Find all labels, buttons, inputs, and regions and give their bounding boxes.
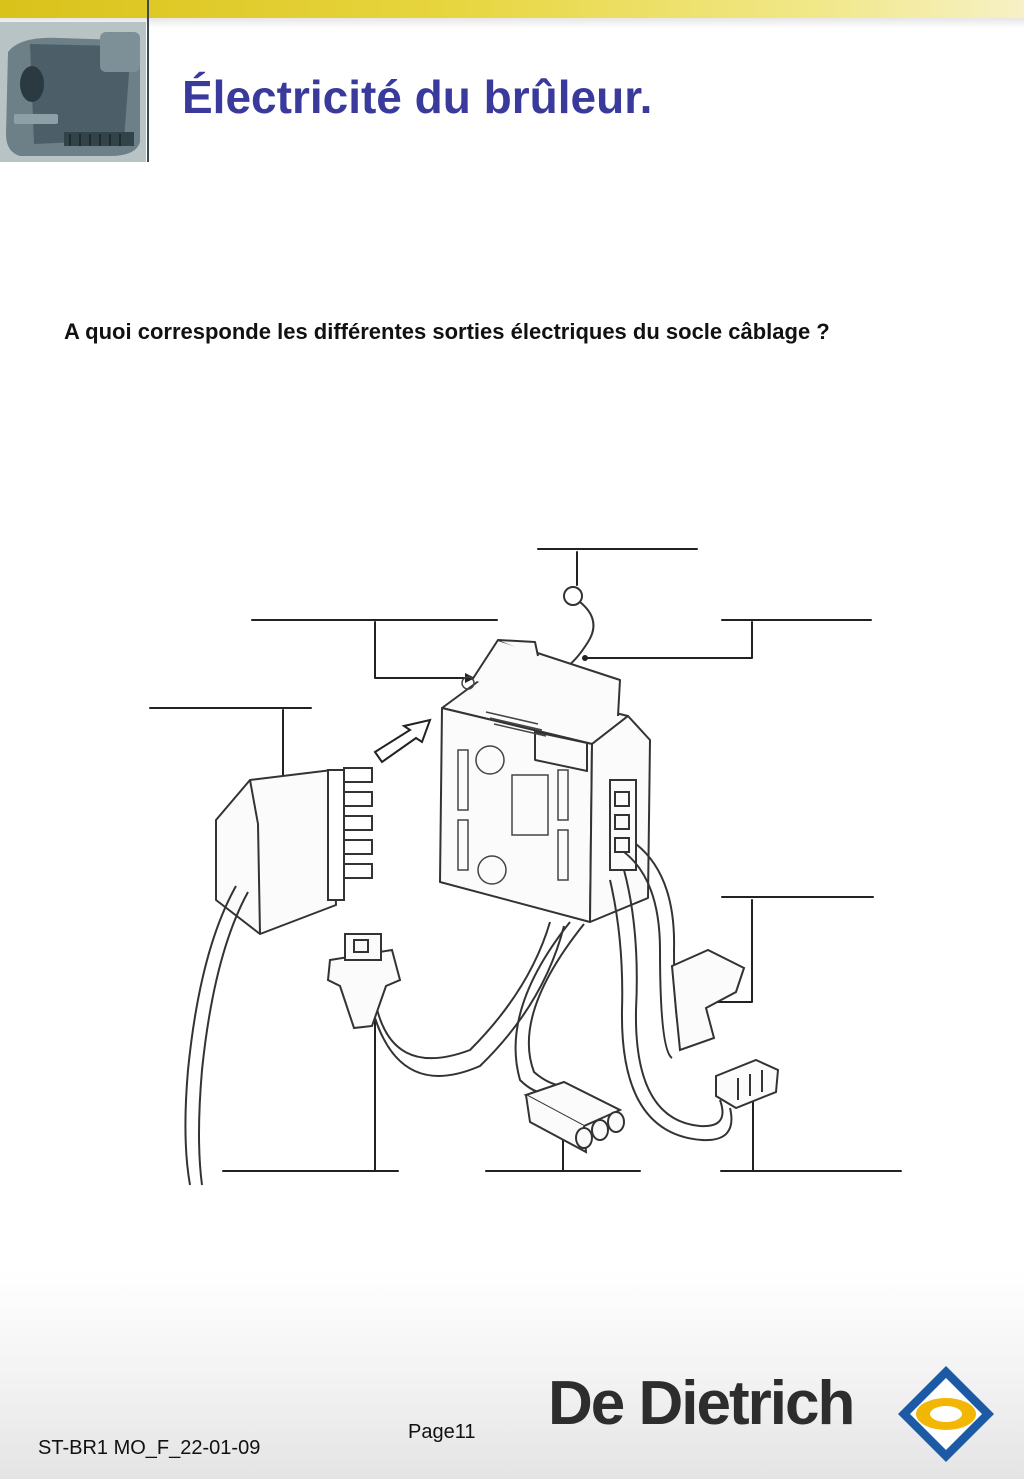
document-code: ST-BR1 MO_F_22-01-09 [38,1437,261,1459]
burner-thumbnail-image [0,22,146,162]
brand-name: De Dietrich [548,1369,855,1438]
diamond-logo-icon [898,1366,994,1462]
header-divider [147,0,149,162]
page-title: Électricité du brûleur. [182,71,653,123]
page-number: Page11 [408,1421,476,1443]
brand-logo: De Dietrich [548,1364,998,1462]
question-text: A quoi corresponde les différentes sorti… [64,319,830,344]
footer-band [0,1270,1024,1479]
top-bar-shadow [0,18,1024,28]
wiring-base-diagram [149,548,902,1186]
top-accent-bar [0,0,1024,18]
